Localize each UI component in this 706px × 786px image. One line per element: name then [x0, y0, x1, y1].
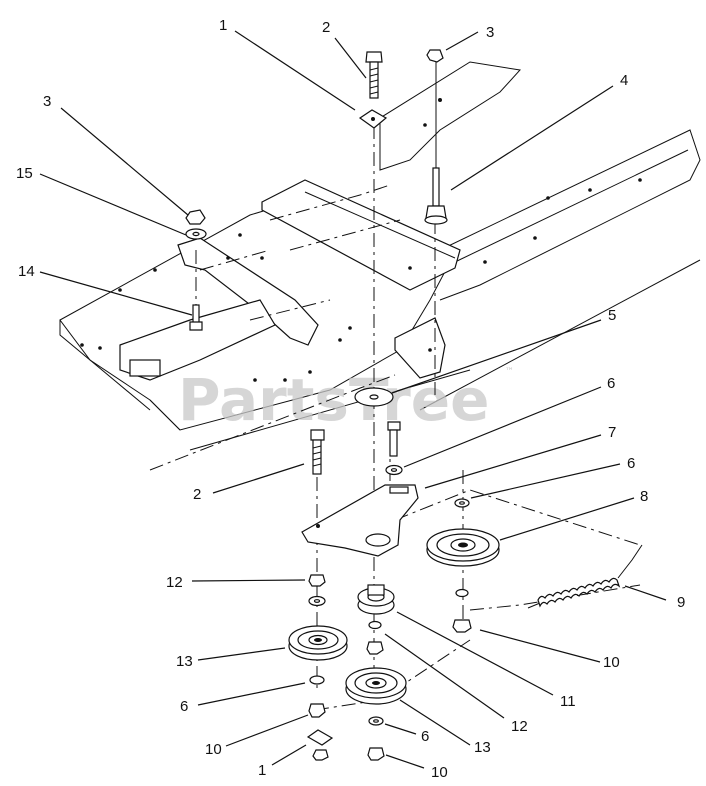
pulley-13-center	[345, 667, 407, 705]
callout-13: 13	[176, 653, 193, 670]
callout-labels: 1 2 3 4 3 15 14 5 6 7 2 6 8 12 9 13 10 1…	[16, 17, 685, 781]
callout-11: 11	[560, 693, 576, 710]
callout-14: 14	[18, 263, 35, 280]
callout-12: 12	[511, 718, 528, 735]
washer-left-upper	[308, 595, 326, 607]
washer-6-center	[368, 716, 384, 726]
callout-6: 6	[180, 698, 188, 715]
callout-1: 1	[258, 762, 266, 779]
pulley-13-left	[288, 625, 348, 661]
nut-center-upper	[366, 641, 384, 655]
bolt-2-top	[365, 51, 383, 99]
callout-12: 12	[166, 574, 183, 591]
leader-lines	[39, 30, 667, 769]
callout-9: 9	[677, 594, 685, 611]
washer-6-left	[309, 675, 325, 685]
callout-10: 10	[205, 741, 222, 758]
callout-6: 6	[421, 728, 429, 745]
callout-6: 6	[627, 455, 635, 472]
nut-12-left	[308, 574, 326, 587]
watermark: PartsTree ™	[178, 366, 514, 434]
frame-holes	[80, 98, 642, 382]
callout-15: 15	[16, 165, 33, 182]
washer-under-pulley-8	[455, 588, 469, 598]
stud-4	[424, 167, 448, 225]
nut-3-left	[185, 209, 206, 225]
watermark-text: PartsTree	[178, 366, 489, 434]
washer-6-upper	[385, 464, 403, 476]
nut-10-left	[308, 703, 326, 718]
bolt-center	[387, 421, 401, 457]
callout-13: 13	[474, 739, 491, 756]
pulley-8	[426, 528, 500, 567]
callout-3: 3	[486, 24, 494, 41]
washer-12-center	[368, 620, 382, 630]
nut-3-top	[426, 49, 444, 175]
bolt-2-lower	[310, 429, 325, 475]
callout-6: 6	[607, 375, 615, 392]
washer-15	[185, 228, 207, 240]
callout-2: 2	[193, 486, 201, 503]
clip-1-top	[358, 109, 388, 129]
callout-2: 2	[322, 19, 330, 36]
spring-9	[527, 544, 643, 609]
nut-10-center	[367, 747, 385, 761]
watermark-trademark: ™	[505, 367, 514, 377]
washer-6-right	[454, 498, 470, 508]
mower-frame	[59, 61, 701, 451]
callout-7: 7	[608, 424, 616, 441]
callout-8: 8	[640, 488, 648, 505]
nut-10-right	[452, 619, 472, 633]
callout-4: 4	[620, 72, 628, 89]
washer-5	[354, 387, 394, 407]
callout-1: 1	[219, 17, 227, 34]
bolt-14	[189, 304, 203, 331]
idler-arm-7	[301, 484, 419, 557]
callout-3: 3	[43, 93, 51, 110]
callout-5: 5	[608, 307, 616, 324]
clip-1-lower	[306, 729, 334, 761]
callout-10: 10	[431, 764, 448, 781]
callout-10: 10	[603, 654, 620, 671]
spacer-11	[357, 584, 395, 615]
